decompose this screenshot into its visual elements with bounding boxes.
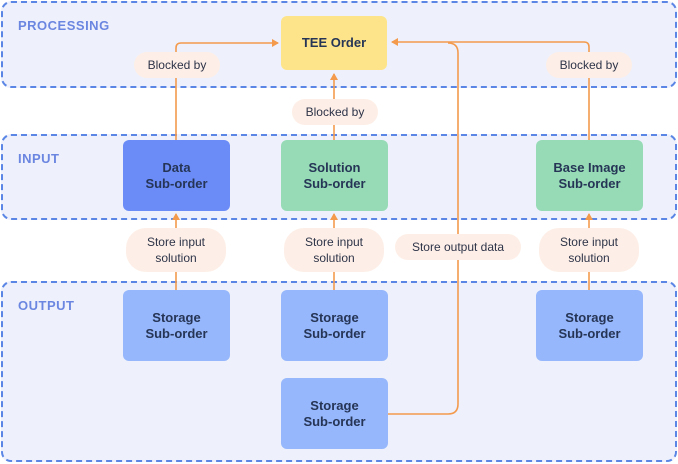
storage3-line1: Storage <box>565 309 614 325</box>
blocked-by-label-left: Blocked by <box>134 52 220 78</box>
storage-sub-order-node-2[interactable]: Storage Sub-order <box>281 290 388 361</box>
edge-storage4-to-tee <box>388 42 459 415</box>
storage-sub-order-node-4[interactable]: Storage Sub-order <box>281 378 388 449</box>
store-input-1-line1: Store input <box>146 235 206 249</box>
store-output-text: Store output data <box>411 240 505 254</box>
output-zone-label: OUTPUT <box>18 298 75 313</box>
store-input-2-line1: Store input <box>304 235 364 249</box>
input-zone-label: INPUT <box>18 151 60 166</box>
storage2-line1: Storage <box>310 309 359 325</box>
solution-sub-order-node[interactable]: Solution Sub-order <box>281 140 388 211</box>
blocked-by-text-right: Blocked by <box>559 58 619 72</box>
storage4-line2: Sub-order <box>303 413 366 429</box>
storage-sub-order-node-1[interactable]: Storage Sub-order <box>123 290 230 361</box>
storage4-line1: Storage <box>310 397 359 413</box>
data-sub-order-line1: Data <box>162 159 191 175</box>
storage1-line1: Storage <box>152 309 201 325</box>
store-input-label-1: Store input solution <box>126 228 226 272</box>
tee-order-node[interactable]: TEE Order <box>281 16 387 70</box>
store-input-3-line2: solution <box>568 251 610 265</box>
blocked-by-label-center: Blocked by <box>292 99 378 125</box>
store-input-1-line2: solution <box>155 251 197 265</box>
store-output-label: Store output data <box>395 234 521 260</box>
store-input-3-line1: Store input <box>559 235 619 249</box>
base-image-sub-order-node[interactable]: Base Image Sub-order <box>536 140 643 211</box>
base-image-sub-order-line1: Base Image <box>553 159 626 175</box>
storage3-line2: Sub-order <box>558 325 621 341</box>
edge-baseimage-to-tee <box>391 38 590 140</box>
processing-zone-label: PROCESSING <box>18 18 110 33</box>
solution-sub-order-line1: Solution <box>308 159 361 175</box>
store-input-label-2: Store input solution <box>284 228 384 272</box>
blocked-by-text-left: Blocked by <box>147 58 207 72</box>
storage1-line2: Sub-order <box>145 325 208 341</box>
data-sub-order-line2: Sub-order <box>145 175 208 191</box>
blocked-by-label-right: Blocked by <box>546 52 632 78</box>
edge-data-to-tee <box>175 39 279 140</box>
solution-sub-order-line2: Sub-order <box>303 175 366 191</box>
store-input-2-line2: solution <box>313 251 355 265</box>
storage-sub-order-node-3[interactable]: Storage Sub-order <box>536 290 643 361</box>
storage2-line2: Sub-order <box>303 325 366 341</box>
blocked-by-text-center: Blocked by <box>305 105 365 119</box>
base-image-sub-order-line2: Sub-order <box>558 175 621 191</box>
data-sub-order-node[interactable]: Data Sub-order <box>123 140 230 211</box>
tee-order-label: TEE Order <box>301 35 367 50</box>
store-input-label-3: Store input solution <box>539 228 639 272</box>
